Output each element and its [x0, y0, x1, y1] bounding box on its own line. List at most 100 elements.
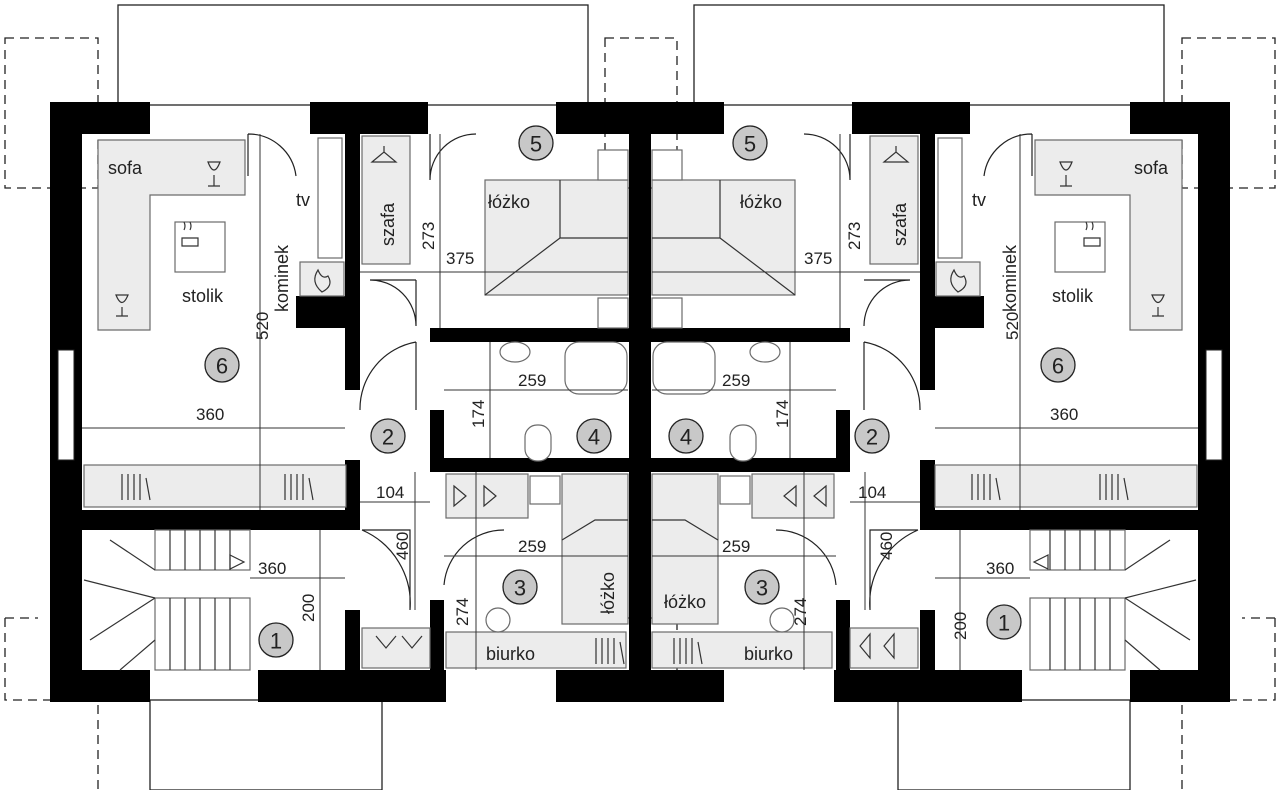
hanger-icon — [882, 146, 910, 163]
label-bed-room3-right: łóżko — [664, 592, 706, 612]
wardrobe-right — [869, 135, 919, 265]
tv-cabinet-right — [937, 137, 963, 259]
labels-right-unit: sofa stolik kominek tv szafa łóżko łóżko… — [664, 158, 1169, 664]
label-bed-room5-right: łóżko — [740, 192, 782, 212]
shelf-living-right — [934, 464, 1198, 508]
terrace-top-left — [117, 4, 589, 106]
doors — [247, 133, 1033, 611]
nightstand-5-left — [597, 149, 629, 181]
tv-cabinet-left — [317, 137, 343, 259]
toilet-left — [524, 424, 552, 462]
sofa-left — [97, 139, 246, 331]
door-hall-left — [369, 279, 417, 327]
label-sofa-left: sofa — [108, 158, 143, 178]
dim-460-right: 460 — [877, 532, 896, 560]
sofa-right — [1034, 139, 1183, 331]
books-icon — [121, 474, 314, 501]
dim-375-left: 375 — [446, 249, 474, 268]
room-number-3-right: 3 — [756, 576, 768, 601]
room-number-5-left: 5 — [530, 132, 542, 157]
terrace-bottom-left — [149, 699, 383, 790]
closet-room3-left — [445, 473, 529, 519]
hall-closet-right — [849, 627, 919, 669]
hanger-icon — [370, 146, 398, 163]
room-number-4-right: 4 — [680, 425, 692, 450]
toilet-right — [729, 424, 757, 462]
bed3-cover-right — [652, 519, 719, 541]
closet-room3-right — [751, 473, 835, 519]
wine-glass-icon — [1151, 294, 1165, 317]
door-room5-left — [429, 133, 477, 181]
door-bath-left — [359, 341, 417, 411]
room-number-2-left: 2 — [382, 425, 394, 450]
room-number-1-right: 1 — [998, 611, 1010, 636]
coffee-table-left — [174, 221, 226, 273]
nightstand-5b-right — [651, 297, 683, 329]
shower-right — [652, 341, 716, 395]
door-entry-left — [361, 529, 411, 611]
dim-460-left: 460 — [393, 532, 412, 560]
desk-left — [445, 631, 627, 669]
wardrobe-left — [361, 135, 411, 265]
hanger-icon — [783, 484, 827, 508]
fire-icon — [950, 268, 967, 293]
stairs-left — [83, 529, 251, 671]
label-kominek-left: kominek — [272, 244, 292, 312]
coffee-cup-icon — [181, 221, 199, 247]
nightstand-5b-left — [597, 297, 629, 329]
coffee-cup-icon — [1083, 221, 1101, 247]
dim-273-left: 273 — [419, 222, 438, 250]
dim-104-right: 104 — [858, 483, 886, 502]
room-number-2-right: 2 — [866, 425, 878, 450]
desk-right — [651, 631, 833, 669]
dim-259-room3-right: 259 — [722, 537, 750, 556]
label-stolik-right: stolik — [1052, 286, 1094, 306]
labels-left-unit: sofa stolik kominek tv szafa łóżko łóżko… — [108, 158, 618, 664]
dim-520-left: 520 — [253, 312, 272, 340]
label-stolik-left: stolik — [182, 286, 224, 306]
door-living-left — [247, 133, 297, 177]
nightstand-3-right — [719, 475, 751, 505]
label-sofa-right: sofa — [1134, 158, 1169, 178]
dim-104-left: 104 — [376, 483, 404, 502]
bed3-cover-left — [561, 519, 628, 541]
door-room3-right — [775, 529, 837, 586]
dimension-lines — [82, 134, 1198, 670]
door-entry-right — [869, 529, 919, 611]
dim-174-right: 174 — [773, 400, 792, 428]
fireplace-left — [299, 261, 345, 297]
room-number-6-right: 6 — [1052, 354, 1064, 379]
dim-360-hall-left: 360 — [258, 559, 286, 578]
books-icon — [971, 474, 1129, 501]
shower-left — [564, 341, 628, 395]
dim-273-right: 273 — [845, 222, 864, 250]
label-kominek-right: kominek — [1000, 244, 1020, 312]
dim-375-right: 375 — [804, 249, 832, 268]
nightstand-3-left — [529, 475, 561, 505]
dim-259-bath-right: 259 — [722, 371, 750, 390]
dim-360-hall-right: 360 — [986, 559, 1014, 578]
wine-glass-icon — [1059, 161, 1073, 187]
nightstand-5-right — [651, 149, 683, 181]
icons — [115, 146, 1165, 665]
coffee-table-right — [1054, 221, 1106, 273]
hanger-icon — [375, 635, 423, 649]
walls — [50, 102, 1230, 702]
shelf-living-left — [83, 464, 347, 508]
stairs-right — [1029, 529, 1197, 671]
chair-right — [769, 607, 795, 633]
dim-520-right: 520 — [1003, 312, 1022, 340]
dim-200-left: 200 — [299, 594, 318, 622]
room-number-1-left: 1 — [270, 629, 282, 654]
dim-274-right: 274 — [791, 598, 810, 626]
books-icon — [595, 638, 625, 665]
label-biurko-right: biurko — [744, 644, 793, 664]
door-living-right — [983, 133, 1033, 177]
terrace-top-right — [693, 4, 1165, 106]
bed-cover-left — [484, 180, 628, 296]
room-numbers: 6 6 5 5 2 2 4 4 3 3 1 1 — [204, 125, 1076, 658]
fireplace-right — [935, 261, 981, 297]
room-number-6-left: 6 — [216, 354, 228, 379]
dim-200-right: 200 — [951, 612, 970, 640]
room-number-5-right: 5 — [744, 132, 756, 157]
